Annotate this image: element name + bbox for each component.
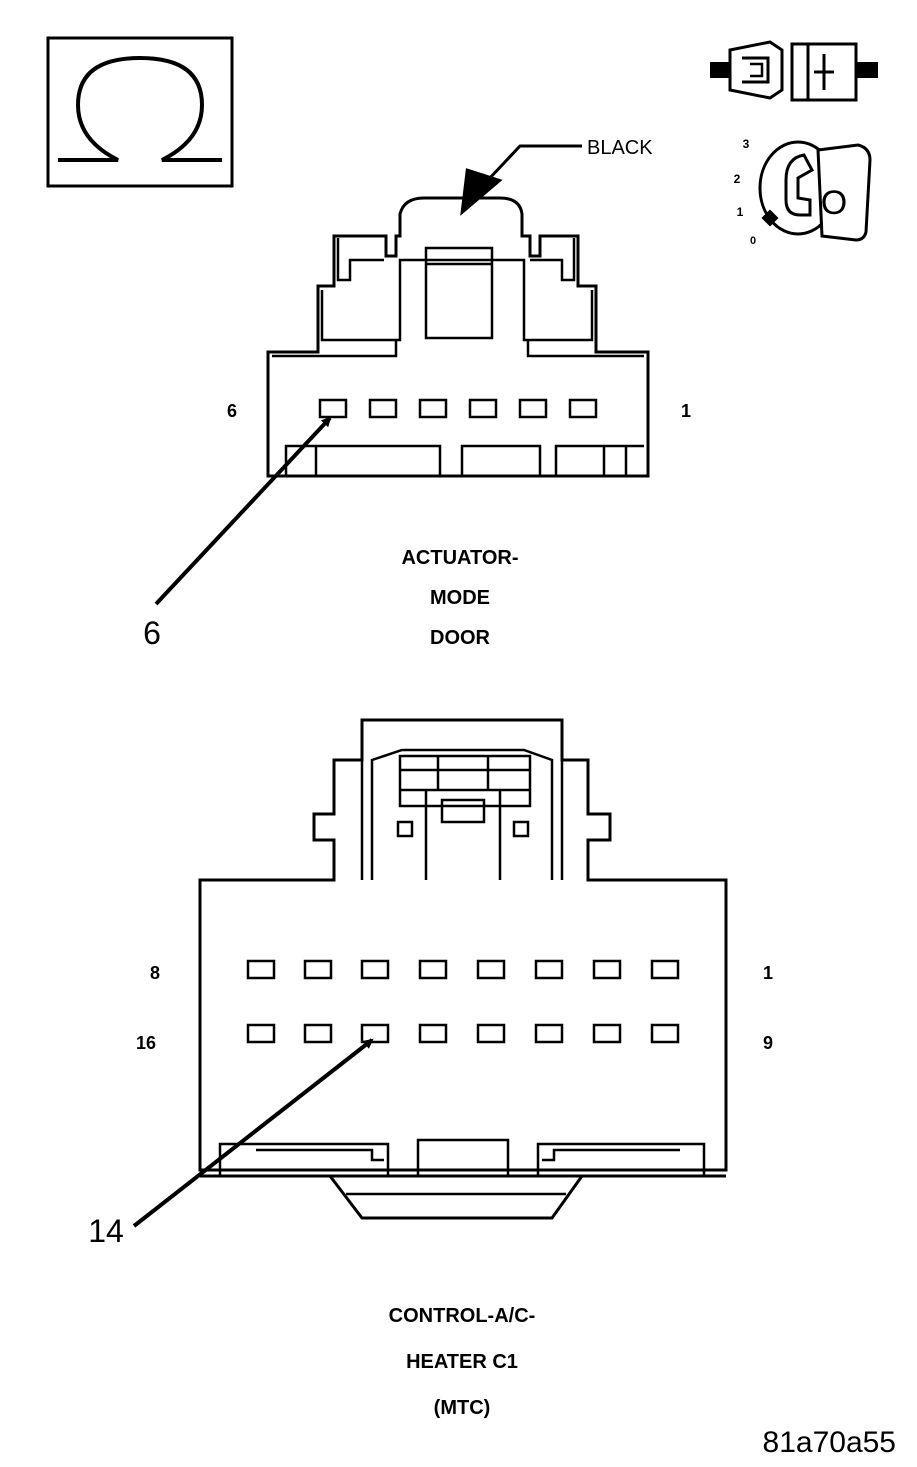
- actuator-pin-6: [318, 398, 348, 419]
- ignition-key-label: O: [821, 184, 847, 222]
- actuator-callout-arrow: [154, 416, 332, 606]
- actuator-pin-5: [368, 398, 398, 419]
- ignition-position-3: 3: [743, 137, 750, 151]
- control-title-line-3: (MTC): [434, 1397, 491, 1419]
- control-pin-7: [303, 959, 333, 980]
- control-row1-left-label: 8: [150, 963, 160, 983]
- ignition-key-off-icon: 3 2 1 0 O: [734, 137, 872, 247]
- actuator-right-pin-label: 1: [681, 401, 691, 421]
- actuator-pin-2: [518, 398, 548, 419]
- ignition-position-1: 1: [737, 205, 744, 219]
- control-pin-12: [476, 1023, 506, 1044]
- control-pin-1: [650, 959, 680, 980]
- control-pin-14: [360, 1023, 390, 1044]
- figure-id: 81a70a55: [763, 1426, 896, 1459]
- ohm-symbol-icon: [46, 36, 234, 188]
- actuator-title-line-2: MODE: [430, 587, 490, 609]
- actuator-pin-3: [468, 398, 498, 419]
- actuator-title-line-3: DOOR: [430, 627, 491, 649]
- wire-color-label: BLACK: [587, 137, 653, 159]
- control-row2-right-label: 9: [763, 1033, 773, 1053]
- ignition-position-0: 0: [750, 235, 756, 247]
- control-pin-2: [592, 959, 622, 980]
- control-pin-3: [534, 959, 564, 980]
- control-pin-10: [592, 1023, 622, 1044]
- control-title-line-2: HEATER C1: [406, 1351, 518, 1373]
- actuator-mode-door-connector: 6 1 BLACK 6 ACTUATOR- MODE DOOR: [143, 137, 691, 651]
- actuator-left-pin-label: 6: [227, 401, 237, 421]
- control-title-line-1: CONTROL-A/C-: [389, 1305, 536, 1327]
- control-callout-pin-label: 14: [88, 1213, 124, 1249]
- control-pin-8: [246, 959, 276, 980]
- control-pin-5: [418, 959, 448, 980]
- control-row1-right-label: 1: [763, 963, 773, 983]
- control-pin-16: [246, 1023, 276, 1044]
- control-pin-6: [360, 959, 390, 980]
- ignition-position-2: 2: [734, 172, 741, 186]
- actuator-pin-4: [418, 398, 448, 419]
- actuator-callout-pin-label: 6: [143, 615, 161, 651]
- control-pin-4: [476, 959, 506, 980]
- control-pin-15: [303, 1023, 333, 1044]
- actuator-pin-1: [568, 398, 598, 419]
- control-pin-11: [534, 1023, 564, 1044]
- connector-unplugged-icon: [710, 40, 878, 102]
- control-pin-9: [650, 1023, 680, 1044]
- actuator-title-line-1: ACTUATOR-: [401, 547, 518, 569]
- control-ac-heater-connector: 8 1 16 9 14 CONTROL-A/C- HEATER C1 (MTC): [88, 718, 773, 1419]
- control-pin-13: [418, 1023, 448, 1044]
- control-callout-arrow: [132, 1038, 374, 1228]
- control-row2-left-label: 16: [136, 1033, 156, 1053]
